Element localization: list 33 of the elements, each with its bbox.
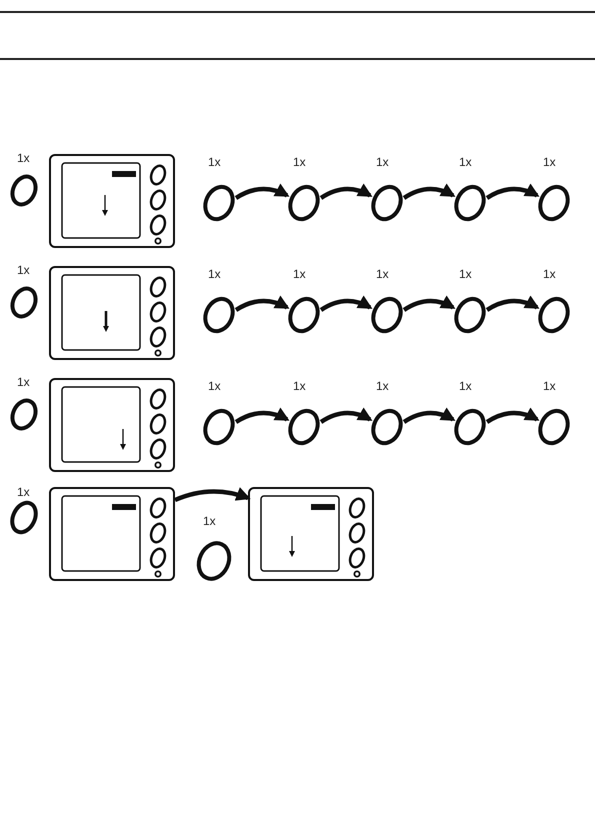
press-count-label: 1x bbox=[293, 156, 306, 169]
press-count-label: 1x bbox=[459, 156, 472, 169]
curved-arrow bbox=[486, 296, 540, 312]
press-count-label: 1x bbox=[459, 380, 472, 393]
press-count-label: 1x bbox=[208, 380, 221, 393]
press-count-label: 1x bbox=[293, 380, 306, 393]
press-count-label: 1x bbox=[203, 515, 216, 528]
press-count-label: 1x bbox=[17, 264, 30, 277]
press-count-label: 1x bbox=[17, 376, 30, 389]
curved-arrow bbox=[320, 296, 373, 312]
curved-arrow bbox=[486, 408, 540, 424]
curved-arrow bbox=[234, 184, 290, 200]
curved-arrow bbox=[402, 184, 456, 200]
press-count-label: 1x bbox=[459, 268, 472, 281]
press-count-label: 1x bbox=[293, 268, 306, 281]
curved-arrow bbox=[174, 487, 251, 502]
curved-arrow bbox=[402, 408, 456, 424]
press-count-label: 1x bbox=[17, 152, 30, 165]
press-count-label: 1x bbox=[17, 486, 30, 499]
curved-arrow bbox=[402, 296, 456, 312]
curved-arrow bbox=[320, 184, 373, 200]
press-count-label: 1x bbox=[208, 268, 221, 281]
curved-arrow bbox=[234, 296, 290, 312]
press-count-label: 1x bbox=[208, 156, 221, 169]
press-count-label: 1x bbox=[376, 380, 389, 393]
press-count-label: 1x bbox=[543, 156, 556, 169]
press-count-label: 1x bbox=[543, 268, 556, 281]
press-count-label: 1x bbox=[376, 156, 389, 169]
curved-arrow bbox=[320, 408, 373, 424]
curved-arrow bbox=[486, 184, 540, 200]
press-count-label: 1x bbox=[543, 380, 556, 393]
press-count-label: 1x bbox=[376, 268, 389, 281]
curved-arrow bbox=[234, 408, 290, 424]
